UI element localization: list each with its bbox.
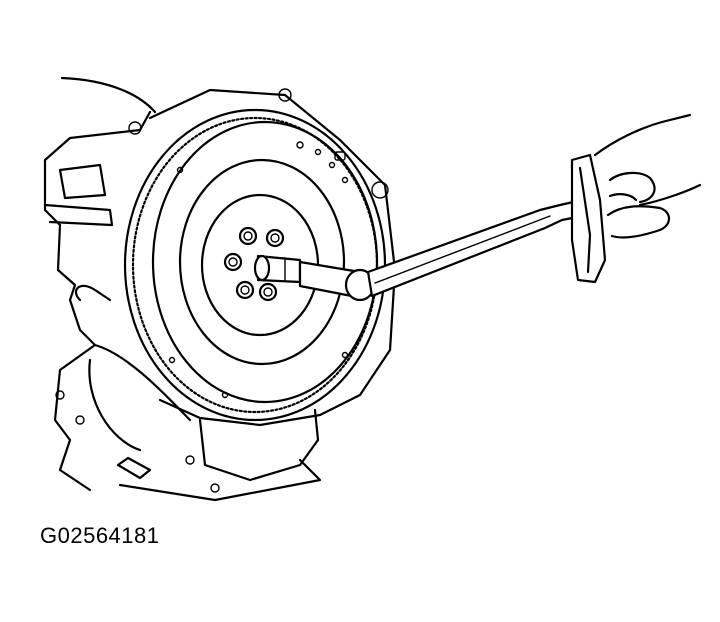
engine-block: [43, 76, 322, 502]
figure-code: G02564181: [40, 523, 160, 548]
wrench-handle: [570, 153, 607, 284]
socket-wrench: [253, 198, 590, 302]
housing-plate: [128, 88, 397, 427]
flywheel-bolts: [223, 226, 285, 302]
hand: [593, 113, 702, 239]
